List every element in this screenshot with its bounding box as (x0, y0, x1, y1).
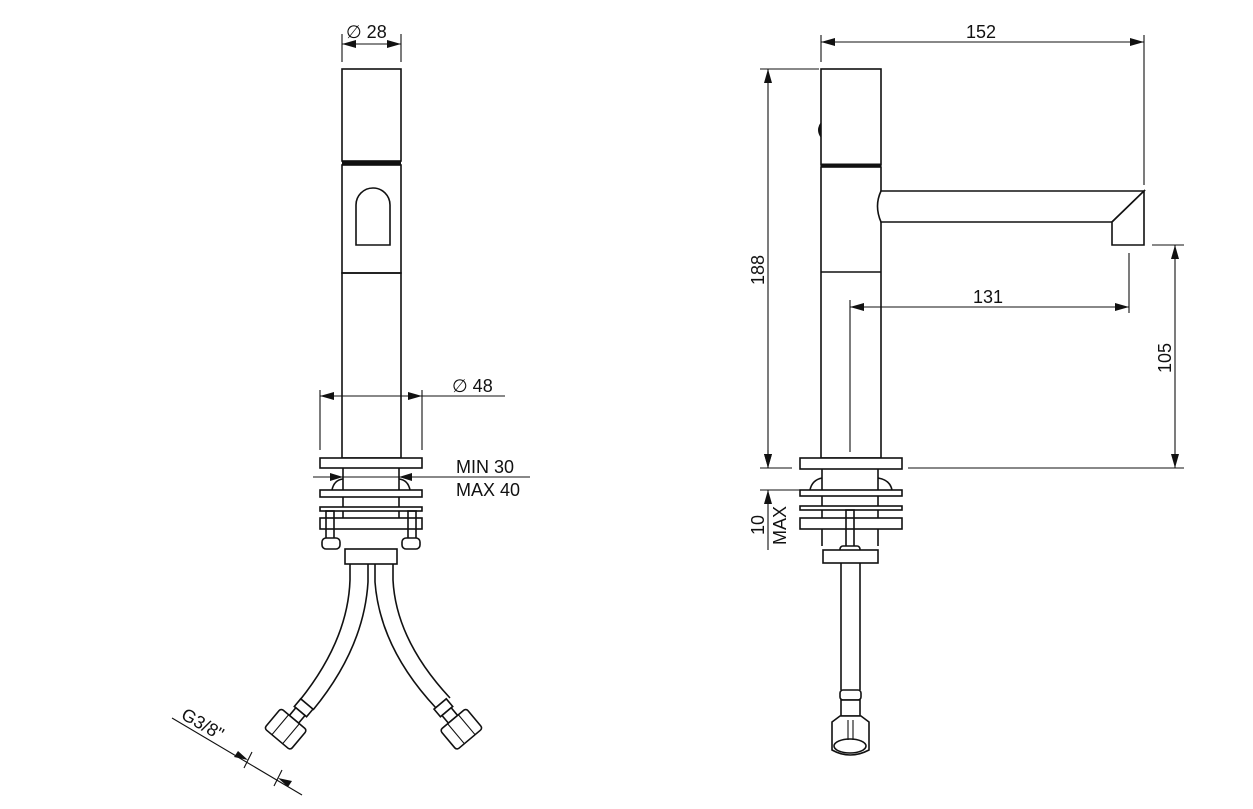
mounting-nut (344, 548, 398, 565)
dim-overall-reach: 152 (820, 22, 1145, 185)
lever-slot (355, 187, 391, 246)
spout-outlet (1111, 189, 1145, 246)
side-washer-3 (799, 517, 903, 530)
side-washer-1 (799, 489, 903, 497)
dim-spout-reach: 131 (849, 253, 1130, 452)
side-hose-fitting (831, 689, 870, 756)
front-view: ∅ 28 ∅ 48 MIN 30 MAX 40 (171, 22, 530, 796)
spout (876, 190, 1146, 223)
connection-label: G3/8" (178, 704, 227, 744)
side-handle-cap (820, 68, 882, 166)
washer-1 (319, 489, 423, 498)
side-mounting-nut (822, 549, 879, 564)
hole-thickness-value: 10 (748, 515, 768, 535)
body-column (341, 272, 402, 459)
spout-height-label: 105 (1155, 343, 1175, 373)
deck-min-label: MIN 30 (456, 457, 514, 477)
side-view: 152 131 188 (748, 22, 1184, 756)
handle-lever-section (341, 164, 402, 274)
side-base-flange (799, 457, 903, 470)
washer-2 (319, 506, 423, 512)
top-diameter-label: ∅ 28 (346, 22, 387, 42)
base-diameter-label: ∅ 48 (452, 376, 493, 396)
hole-thickness-suffix: MAX (770, 506, 790, 545)
right-hose-fitting (432, 697, 483, 750)
dim-base-diameter: ∅ 48 (319, 376, 505, 450)
overall-reach-label: 152 (966, 22, 996, 42)
handle-cap (341, 68, 402, 162)
left-hose-fitting (264, 697, 315, 750)
dim-overall-height: 188 (748, 68, 819, 469)
spout-reach-label: 131 (973, 287, 1003, 307)
base-flange (319, 457, 423, 469)
dim-spout-height: 105 (908, 244, 1184, 469)
deck-max-label: MAX 40 (456, 480, 520, 500)
overall-height-label: 188 (748, 255, 768, 285)
side-body-column (820, 166, 882, 459)
dim-top-diameter: ∅ 28 (341, 22, 402, 62)
washer-3 (319, 517, 423, 530)
dim-hole-thickness: 10 MAX (748, 450, 800, 550)
